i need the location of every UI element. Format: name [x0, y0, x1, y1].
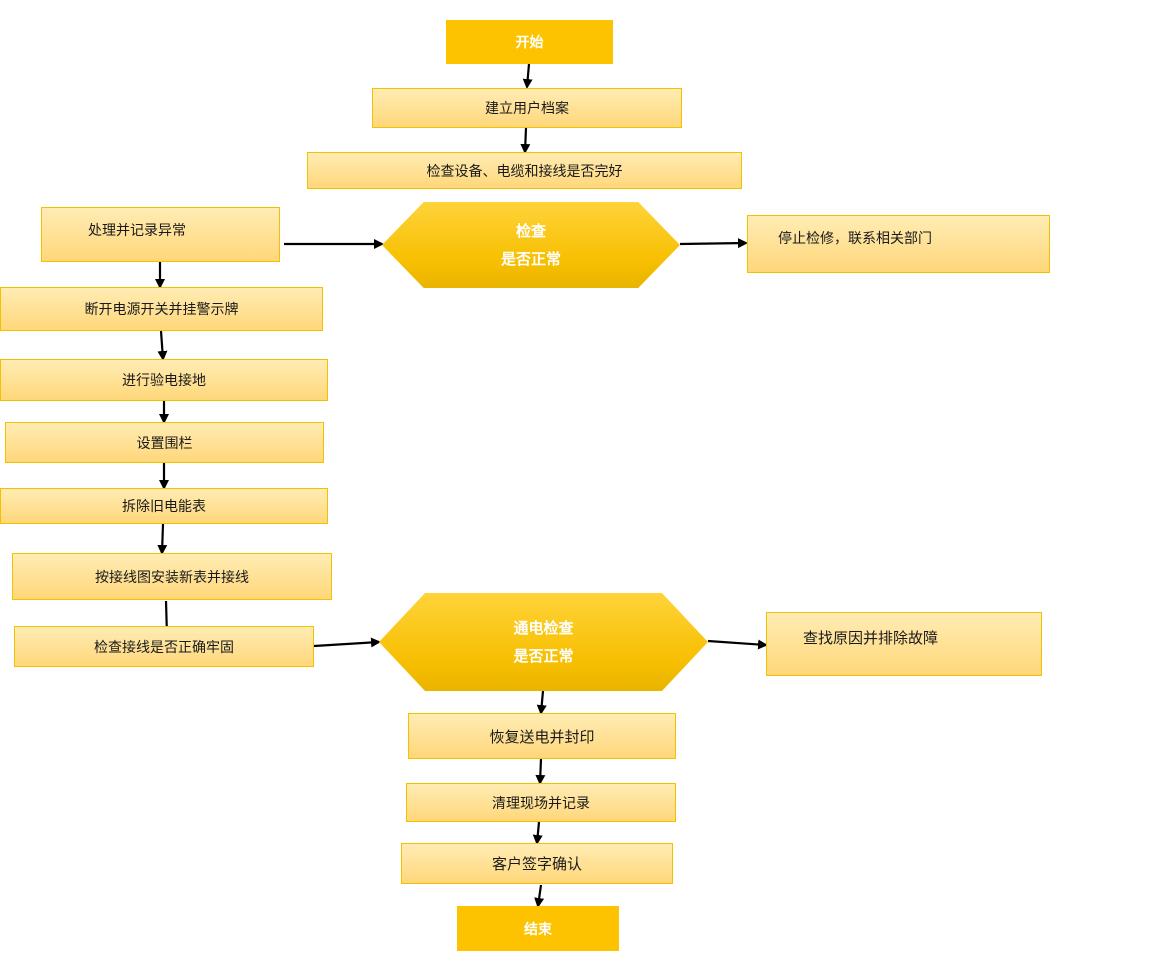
no-branch-find-cause: 查找原因并排除故障: [766, 612, 1042, 676]
end-label: 结束: [524, 921, 552, 938]
arrow-decision2-to-nobranch2: [707, 639, 768, 650]
step-verify-ground: 进行验电接地: [0, 359, 328, 401]
start-label: 开始: [515, 35, 544, 51]
decision-check-normal-line2: 是否正常: [500, 250, 561, 268]
step-restore-power-label: 恢复送电并封印: [489, 727, 595, 746]
step-inspect-equipment: 检查设备、电缆和接线是否完好: [307, 152, 742, 189]
step-handle-anomaly-label: 处理并记录异常: [88, 223, 186, 239]
start-terminal: 开始: [446, 20, 613, 64]
step-handle-anomaly: 处理并记录异常: [41, 207, 280, 262]
step-create-profile-label: 建立用户档案: [485, 101, 569, 117]
step-disconnect-power-label: 断开电源开关并挂警示牌: [84, 302, 239, 318]
arrow-left2-to-left3: [157, 330, 168, 361]
arrow-bottom1-to-bottom2: [535, 758, 546, 785]
decision-power-on-check-line2: 是否正常: [513, 647, 574, 665]
decision-power-on-check: 通电检查 是否正常: [379, 593, 708, 691]
arrow-decision1-to-nobranch1: [679, 238, 748, 249]
decision-power-on-check-line1: 通电检查: [513, 619, 574, 637]
decision-check-normal: 检查 是否正常: [382, 202, 680, 288]
step-remove-old-meter-label: 拆除旧电能表: [122, 499, 206, 515]
step-customer-sign: 客户签字确认: [401, 843, 673, 884]
step-set-fence-label: 设置围栏: [136, 435, 193, 452]
arrow-step1-to-step2: [520, 127, 531, 154]
no-branch-find-cause-label: 查找原因并排除故障: [803, 629, 939, 647]
step-set-fence: 设置围栏: [5, 422, 324, 463]
step-check-wiring: 检查接线是否正确牢固: [14, 626, 314, 667]
step-clean-site: 清理现场并记录: [406, 783, 676, 822]
decision-check-normal-line1: 检查: [515, 222, 546, 240]
arrow-bottom3-to-end: [534, 884, 545, 908]
step-customer-sign-label: 客户签字确认: [491, 855, 582, 873]
step-restore-power: 恢复送电并封印: [408, 713, 676, 759]
arrow-start-to-step1: [522, 63, 533, 89]
step-create-profile: 建立用户档案: [372, 88, 682, 128]
arrow-bottom2-to-bottom3: [532, 821, 543, 845]
step-inspect-equipment-label: 检查设备、电缆和接线是否完好: [426, 163, 623, 180]
no-branch-stop-repair-label: 停止检修，联系相关部门: [778, 231, 932, 247]
step-check-wiring-label: 检查接线是否正确牢固: [94, 639, 234, 656]
step-remove-old-meter: 拆除旧电能表: [0, 488, 328, 524]
arrow-left5-to-left6: [157, 523, 168, 555]
arrow-left7-to-decision2: [313, 637, 381, 648]
step-install-new-meter-label: 按接线图安装新表并接线: [95, 569, 249, 586]
step-disconnect-power: 断开电源开关并挂警示牌: [0, 287, 323, 331]
no-branch-stop-repair: 停止检修，联系相关部门: [747, 215, 1050, 273]
step-clean-site-label: 清理现场并记录: [492, 795, 590, 812]
end-terminal: 结束: [457, 906, 619, 951]
step-verify-ground-label: 进行验电接地: [122, 373, 206, 389]
step-install-new-meter: 按接线图安装新表并接线: [12, 553, 332, 600]
arrow-decision2-to-bottom1: [536, 690, 547, 715]
